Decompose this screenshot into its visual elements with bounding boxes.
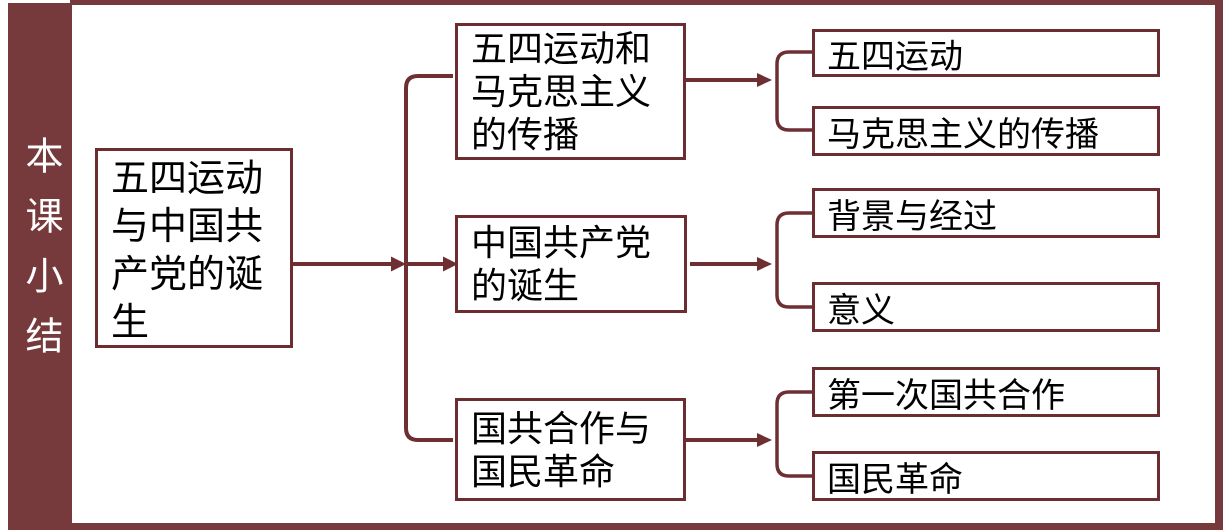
bracket-branch3 (775, 390, 814, 478)
leaf-node: 第一次国共合作 (812, 367, 1160, 417)
leaf-label: 马克思主义的传播 (827, 115, 1099, 154)
bracket-branch1 (775, 50, 814, 132)
leaf-node: 背景与经过 (812, 188, 1160, 238)
leaf-label: 背景与经过 (827, 197, 997, 236)
leaf-node: 五四运动 (812, 29, 1160, 77)
branch-label: 国共合作与国民革命 (471, 407, 652, 492)
branch-node-ccp-birth: 中国共产党的诞生 (455, 215, 687, 313)
frame-right-border (1215, 0, 1223, 530)
sidebar-title: 本课小结 (19, 135, 61, 376)
arrowhead-branch1-bracket (757, 73, 772, 87)
branch-node-kmt-ccp-cooperation: 国共合作与国民革命 (455, 398, 686, 501)
branch-label: 中国共产党的诞生 (471, 222, 652, 306)
leaf-label: 五四运动 (827, 37, 963, 76)
leaf-node: 马克思主义的传播 (812, 106, 1160, 156)
frame-bottom-border (70, 523, 1223, 530)
arrowhead-branch2-bracket (757, 257, 772, 271)
branch-label: 五四运动和马克思主义的传播 (471, 28, 652, 155)
frame-top-border (70, 0, 1223, 5)
leaf-label: 第一次国共合作 (827, 376, 1065, 415)
leaf-label: 国民革命 (827, 460, 963, 499)
branch-node-may-fourth-marxism: 五四运动和马克思主义的传播 (455, 23, 686, 160)
arrowhead-trunk (391, 256, 406, 272)
arrowhead-branch3-bracket (757, 433, 772, 447)
connector-trunk (404, 74, 453, 442)
leaf-node: 意义 (812, 282, 1160, 332)
bracket-branch2 (775, 211, 814, 309)
root-node: 五四运动与中国共产党的诞生 (95, 148, 293, 348)
leaf-node: 国民革命 (812, 451, 1160, 501)
lesson-summary-sidebar: 本课小结 (8, 3, 72, 530)
leaf-label: 意义 (827, 291, 895, 330)
